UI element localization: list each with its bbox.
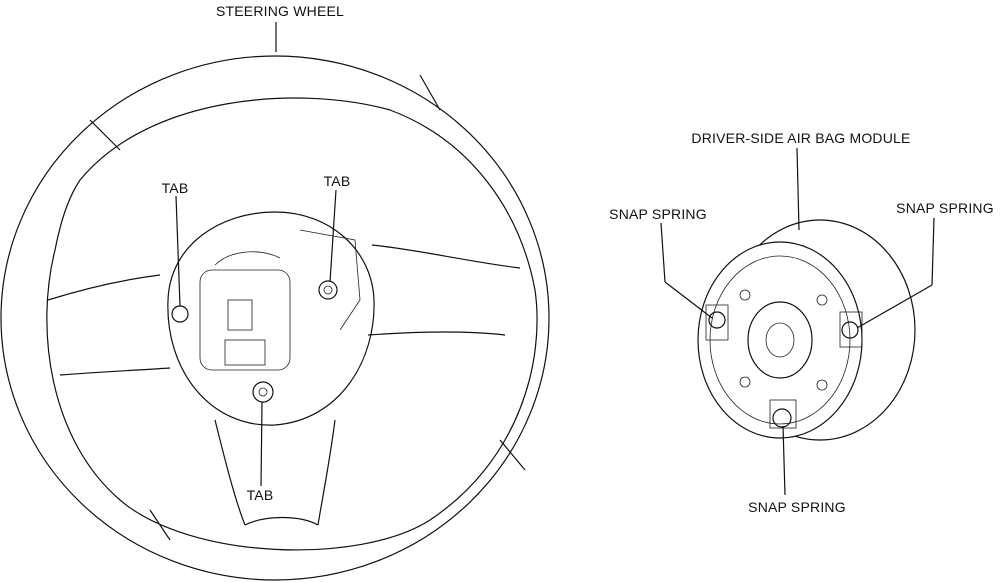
- tab-bottom-inner: [258, 387, 268, 397]
- label-tab-bottom: TAB: [247, 487, 274, 503]
- snap-spring-left-part: [708, 311, 726, 329]
- tab-right-leader: [329, 189, 337, 283]
- label-tab-left: TAB: [162, 180, 189, 196]
- hub-opening: [167, 211, 375, 426]
- label-snap-spring-left: SNAP SPRING: [609, 206, 707, 222]
- rim-segment-line: [89, 119, 121, 151]
- snap-spring-bottom-part: [772, 408, 792, 428]
- tab-right-inner: [323, 285, 333, 295]
- bolt: [816, 294, 828, 306]
- airbag-module-illustration: [660, 147, 935, 496]
- snap-spring-right-part: [841, 321, 859, 339]
- steering-wheel-illustration: [0, 22, 550, 581]
- tab-left-hole: [171, 305, 189, 323]
- label-airbag-module: DRIVER-SIDE AIR BAG MODULE: [691, 130, 910, 146]
- left-spoke-upper: [59, 367, 171, 376]
- bottom-spoke-end: [244, 516, 319, 526]
- snap-spring-right-bracket: [839, 311, 863, 348]
- hub-bracket: [299, 229, 361, 331]
- rim-segment-line: [149, 509, 171, 541]
- label-steering-wheel: STEERING WHEEL: [216, 3, 344, 19]
- tab-left-leader: [175, 195, 181, 307]
- bolt: [739, 289, 751, 301]
- snap-left-leader-a: [660, 222, 666, 283]
- snap-right-leader-b: [856, 284, 933, 329]
- rim-segment-line: [499, 439, 526, 471]
- snap-spring-left-bracket: [705, 304, 729, 341]
- label-snap-spring-right: SNAP SPRING: [896, 200, 994, 216]
- right-spoke-upper: [371, 244, 521, 269]
- bottom-spoke-right: [317, 419, 336, 526]
- wheel-rim-outer: [0, 55, 550, 581]
- hub-connector-area: [199, 269, 291, 371]
- hub-connector: [227, 299, 253, 331]
- tab-bottom-leader: [260, 401, 263, 487]
- label-snap-spring-bottom: SNAP SPRING: [748, 499, 846, 515]
- tab-bottom-hole: [252, 381, 274, 403]
- airbag-module-leader: [796, 147, 800, 231]
- rim-segment-line: [419, 74, 441, 111]
- left-spoke-lower: [47, 274, 161, 301]
- inflator-outer: [747, 301, 813, 379]
- right-spoke-lower: [367, 331, 506, 336]
- wheel-rim-inner: [46, 97, 538, 551]
- bolt: [816, 379, 828, 391]
- label-tab-right: TAB: [324, 173, 351, 189]
- inflator-inner: [765, 322, 795, 358]
- snap-left-leader-b: [664, 281, 713, 319]
- hub-wire: [214, 251, 281, 266]
- tab-right-hole: [318, 280, 338, 300]
- bottom-spoke-left: [214, 419, 246, 526]
- hub-clip: [224, 339, 266, 366]
- snap-right-leader-a: [931, 217, 935, 286]
- bolt: [739, 376, 751, 388]
- snap-bottom-leader: [782, 425, 786, 496]
